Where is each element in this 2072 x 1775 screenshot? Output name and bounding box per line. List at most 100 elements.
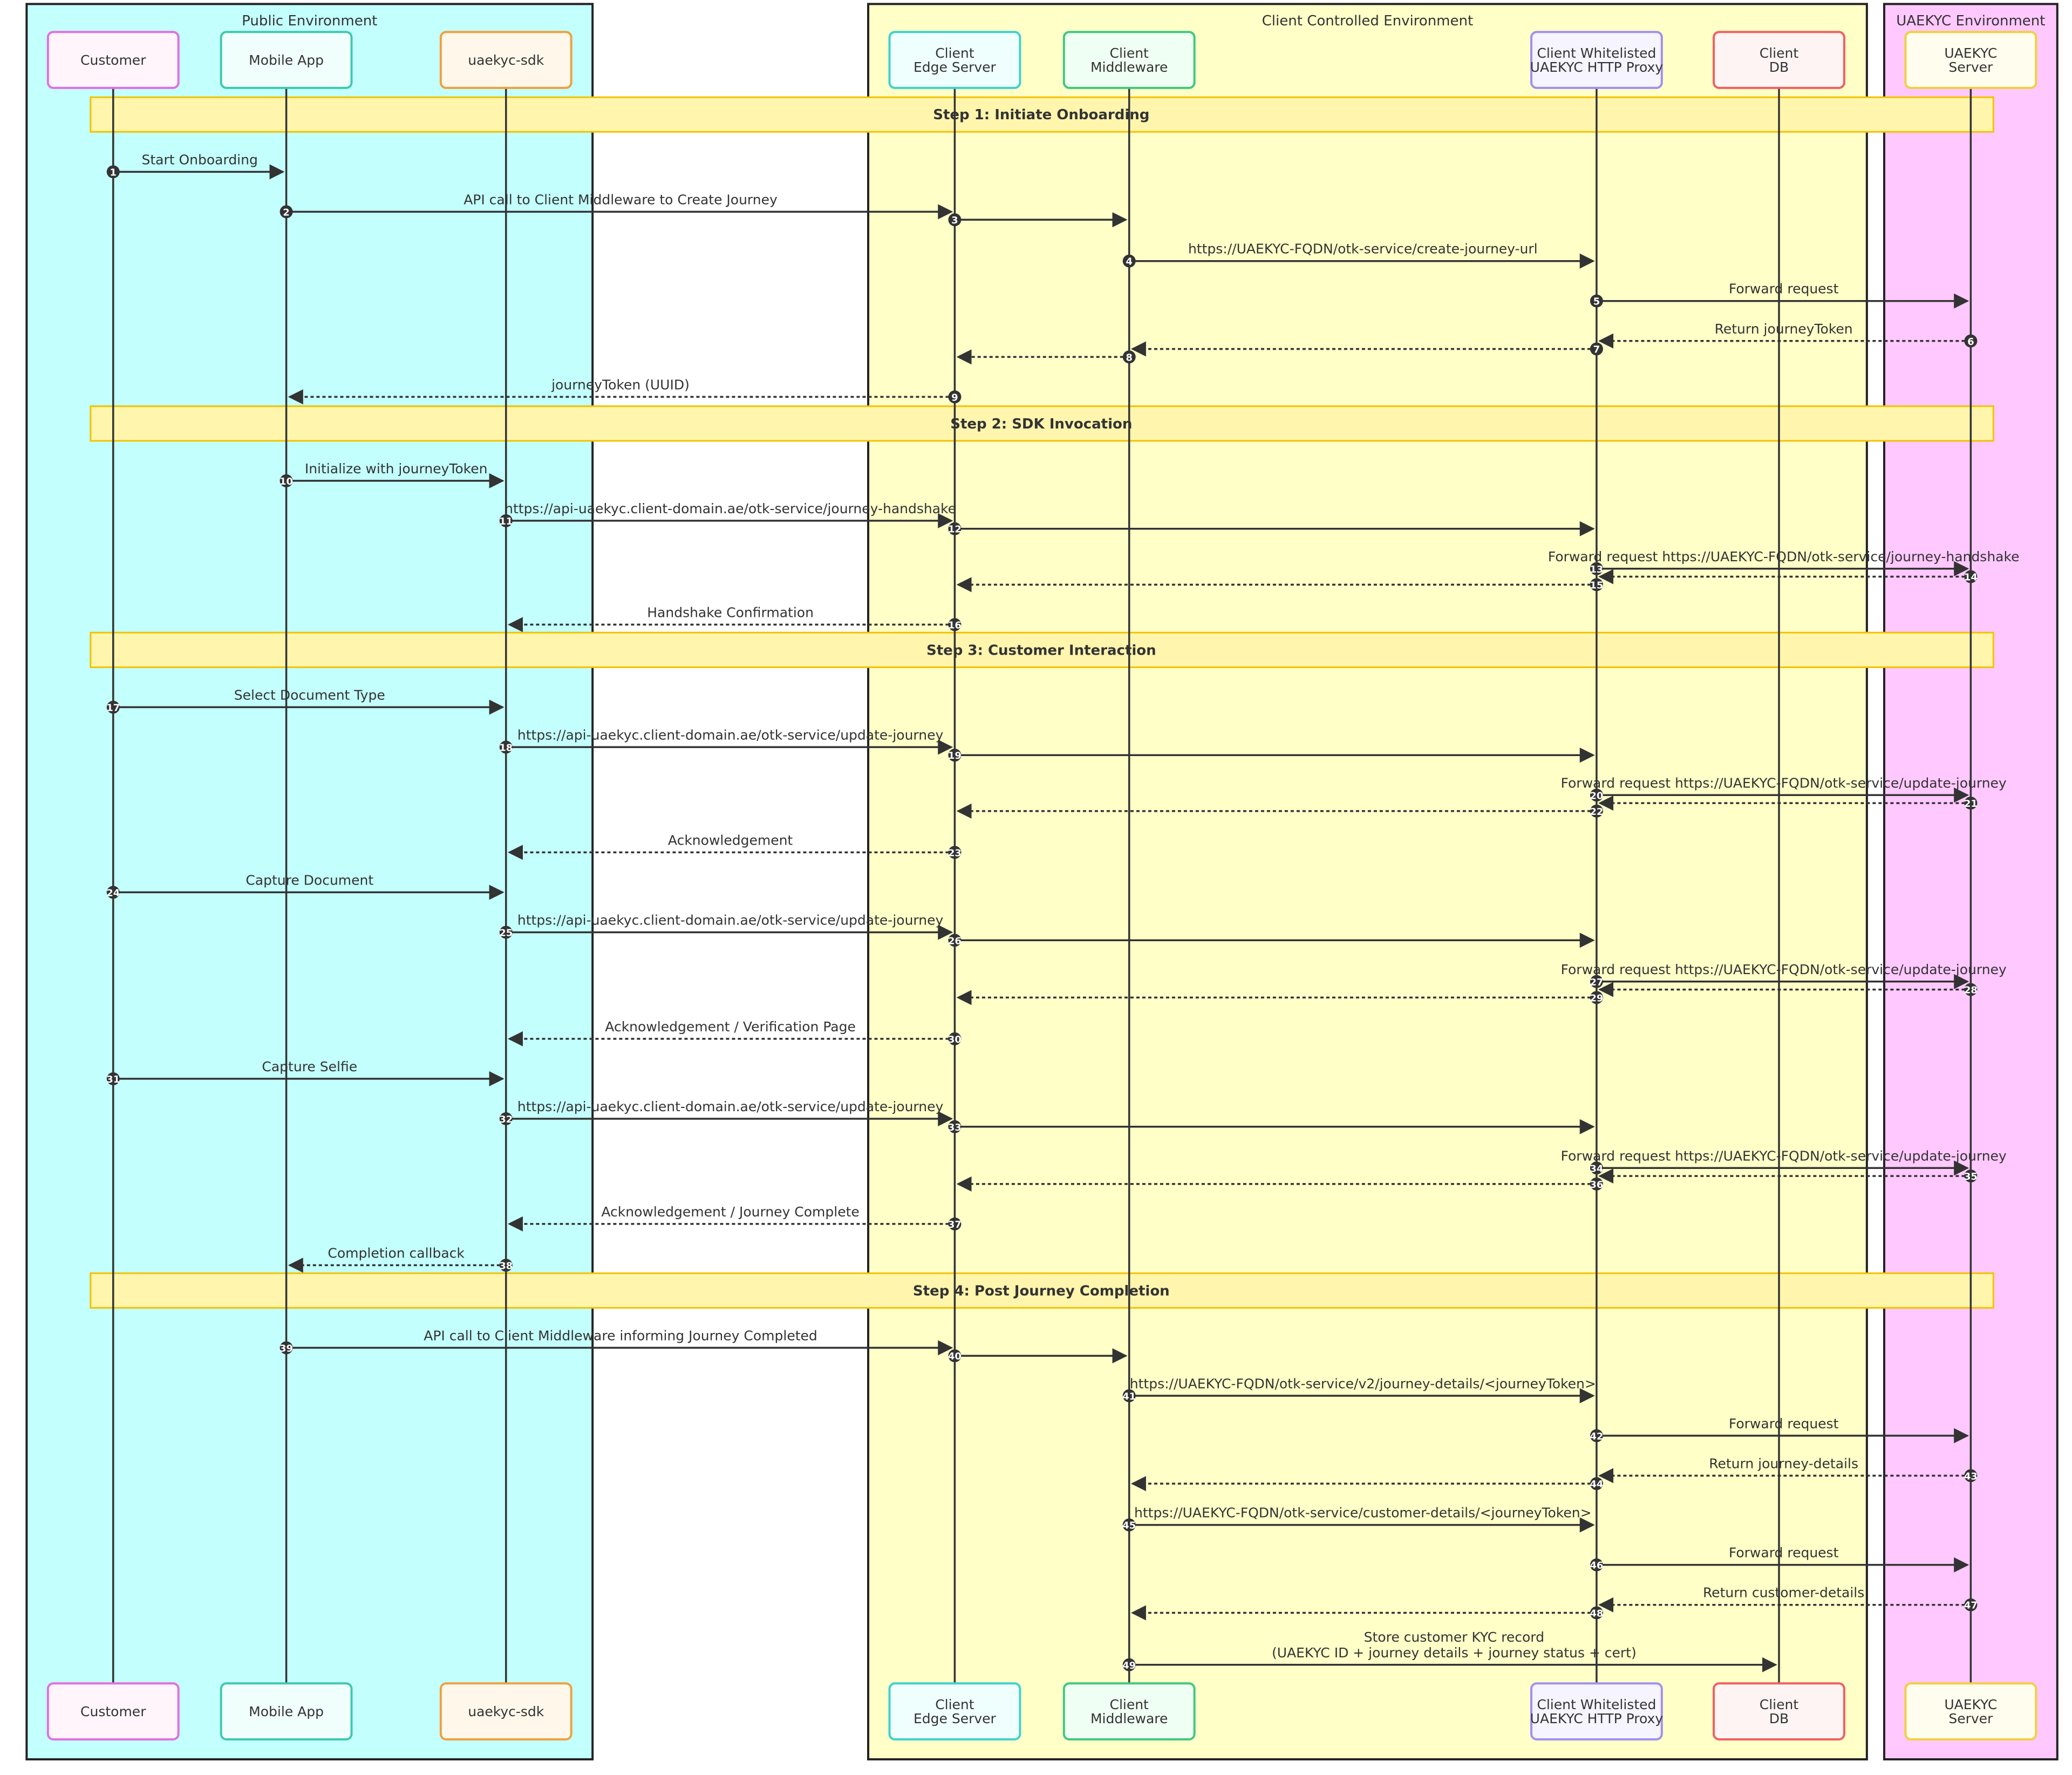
message-label: Initialize with journeyToken: [305, 461, 488, 477]
sequence-number-badge: [948, 522, 962, 535]
message-25: 25 https://api-uaekyc.client-domain.ae/ot…: [499, 912, 953, 940]
sequence-number: 14: [1964, 572, 1978, 583]
sequence-number: 16: [948, 620, 962, 631]
sequence-number: 25: [499, 927, 513, 938]
section-bar: Step 2: SDK Invocation: [90, 405, 1994, 442]
participant-label: Mobile App: [249, 1704, 324, 1719]
sequence-number: 30: [948, 1034, 962, 1045]
sequence-number: 19: [948, 750, 962, 761]
sequence-number-badge: [1122, 350, 1136, 364]
message-label: https://UAEKYC-FQDN/otk-service/customer…: [1134, 1505, 1592, 1521]
section-bar: Step 1: Initiate Onboarding: [90, 96, 1994, 133]
participant-label: Client: [935, 45, 974, 61]
message-26: 26: [948, 933, 1595, 948]
sequence-number-badge: [1590, 804, 1603, 818]
message-29: 29: [956, 990, 1603, 1005]
sequence-number-badge: [948, 1217, 962, 1230]
sequence-number-badge: [499, 514, 513, 527]
sequence-number-badge: [106, 701, 120, 714]
participant-customer-top[interactable]: Customer: [46, 31, 180, 89]
section-title: Step 1: Initiate Onboarding: [933, 107, 1149, 123]
sequence-number: 10: [280, 476, 293, 487]
message-label: https://api-uaekyc.client-domain.ae/otk-…: [505, 501, 956, 516]
participant-label: uaekyc-sdk: [468, 1704, 544, 1719]
message-label: Select Document Type: [234, 687, 385, 703]
participant-label: Customer: [80, 1704, 146, 1719]
sequence-number: 28: [1964, 985, 1978, 996]
message-label: Return customer-details: [1703, 1585, 1864, 1601]
participant-label: Customer: [80, 52, 146, 68]
sequence-number: 22: [1590, 806, 1603, 818]
message-label: Forward request https://UAEKYC-FQDN/otk-…: [1548, 549, 2020, 565]
participant-label: UAEKYC: [1944, 45, 1997, 61]
participant-label: Client: [1109, 1697, 1149, 1712]
message-label: Forward request: [1729, 1545, 1839, 1561]
sequence-number: 8: [1126, 352, 1133, 363]
participant-label: Edge Server: [914, 1711, 997, 1726]
participant-mobile-app-bottom[interactable]: Mobile App: [220, 1682, 353, 1740]
message-45: 45https://UAEKYC-FQDN/otk-service/custom…: [1122, 1505, 1595, 1533]
participant-label: UAEKYC HTTP Proxy: [1530, 59, 1664, 75]
sequence-number: 11: [499, 516, 513, 527]
sequence-number-badge: [948, 934, 962, 947]
message-4: 4https://UAEKYC-FQDN/otk-service/create-…: [1122, 241, 1595, 269]
participant-label: UAEKYC: [1944, 1697, 1997, 1712]
sequence-number: 32: [499, 1114, 513, 1125]
message-48: 48: [1130, 1605, 1603, 1621]
message-label: https://api-uaekyc.client-domain.ae/otk-…: [517, 912, 944, 928]
message-label: Start Onboarding: [141, 152, 257, 167]
sequence-number-badge: [1590, 294, 1603, 308]
sequence-number: 29: [1590, 992, 1603, 1004]
message-label: Acknowledgement: [668, 832, 793, 848]
sequence-number-badge: [1590, 578, 1603, 591]
sequence-number-badge: [499, 1259, 513, 1272]
sequence-number: 17: [106, 702, 120, 713]
participant-uaekyc-sdk-bottom[interactable]: uaekyc-sdk: [439, 1682, 572, 1740]
section-bar: Step 3: Customer Interaction: [90, 631, 1994, 668]
sequence-number: 36: [1590, 1179, 1603, 1191]
participant-mobile-app-top[interactable]: Mobile App: [220, 31, 353, 89]
message-17: 17 Select Document Type: [106, 687, 505, 715]
participant-label: Server: [1948, 1711, 1993, 1726]
sequence-number-badge: [1590, 1429, 1603, 1443]
sequence-number-badge: [1590, 1177, 1603, 1191]
sequence-number-badge: [948, 1120, 962, 1133]
sequence-number: 15: [1590, 580, 1603, 591]
sequence-number-badge: [1122, 1658, 1136, 1671]
participant-customer-bottom[interactable]: Customer: [46, 1682, 180, 1740]
message-47: 47 Return customer-details: [1598, 1585, 1978, 1613]
message-15: 15: [956, 577, 1603, 593]
sequence-number: 47: [1964, 1600, 1978, 1611]
sequence-number: 41: [1122, 1391, 1136, 1402]
sequence-number: 5: [1593, 296, 1600, 308]
sequence-number: 34: [1590, 1163, 1603, 1174]
message-28: 28: [1598, 982, 1978, 997]
sequence-number-badge: [948, 1032, 962, 1045]
sequence-number: 39: [280, 1343, 293, 1354]
sequence-number-badge: [948, 213, 962, 227]
participant-uaekyc-sdk-top[interactable]: uaekyc-sdk: [439, 31, 572, 89]
sequence-number: 4: [1126, 256, 1133, 268]
environment-label: UAEKYC Environment: [1896, 13, 2045, 29]
message-label: Forward request https://UAEKYC-FQDN/otk-…: [1561, 1148, 2007, 1164]
sequence-number-badge: [1964, 1169, 1978, 1183]
message-label: Acknowledgement / Verification Page: [605, 1019, 856, 1035]
sequence-number: 31: [106, 1074, 120, 1085]
section-title: Step 2: SDK Invocation: [950, 416, 1132, 432]
